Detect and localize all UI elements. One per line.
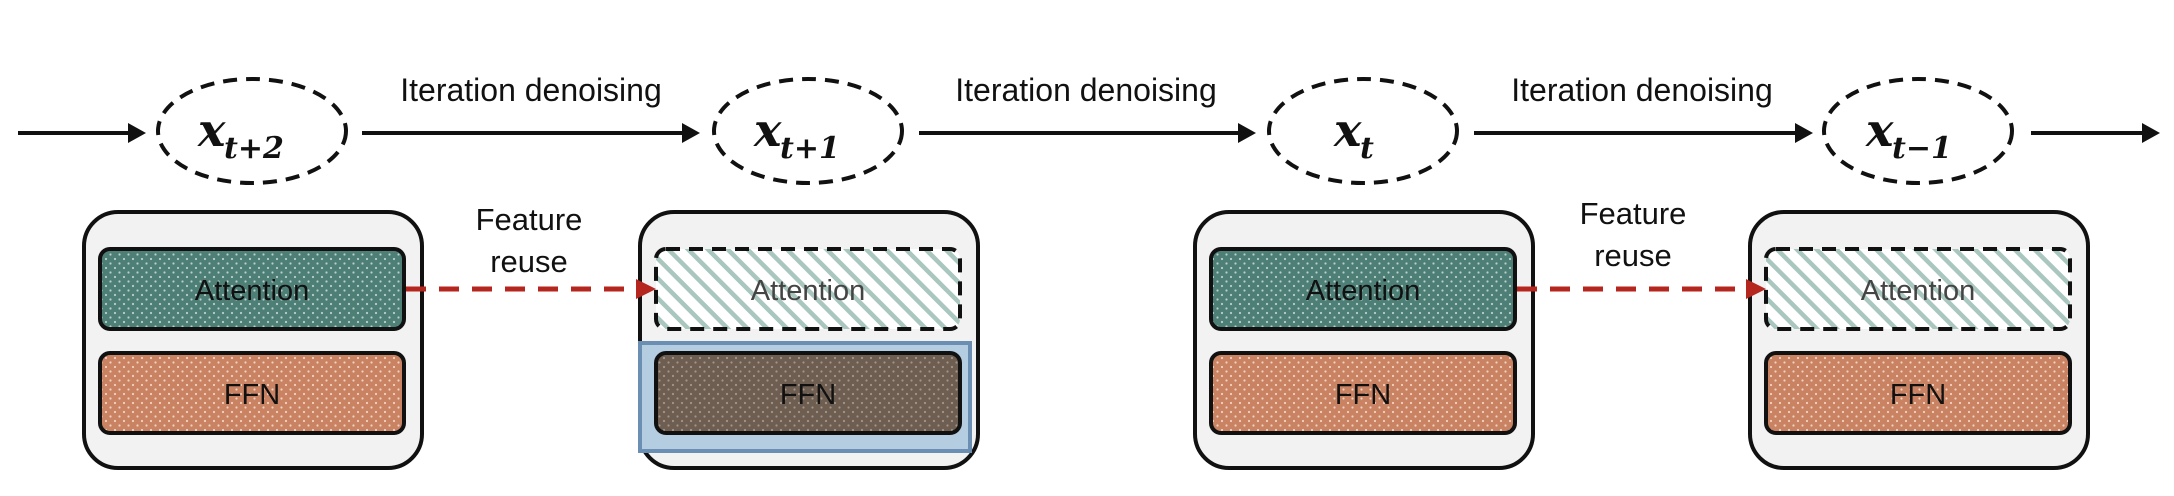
iteration-label-1: Iteration denoising: [400, 72, 662, 108]
state-node-4: x t−1: [1822, 77, 2014, 185]
arrowhead-in: [128, 123, 146, 143]
ffn-label: FFN: [1890, 379, 1946, 411]
attention-label: Attention: [751, 275, 865, 307]
arrowhead-1: [682, 123, 700, 143]
ffn-module: [1764, 351, 2072, 435]
ffn-module: [1209, 351, 1517, 435]
feature-reuse-arrow-2: [1517, 279, 1766, 299]
state-symbol: x: [753, 103, 782, 157]
state-subscript: t−1: [1892, 131, 1952, 166]
feature-reuse-label-1-line2: reuse: [490, 244, 568, 279]
arrowhead-out: [2142, 123, 2160, 143]
feature-reuse-label-2-line2: reuse: [1594, 238, 1672, 273]
state-symbol: x: [1865, 103, 1894, 157]
attention-module-reused: [1764, 247, 2072, 331]
arrowhead-2: [1238, 123, 1256, 143]
attention-label: Attention: [195, 275, 309, 307]
state-node-2: x t+1: [712, 77, 904, 185]
transformer-block-3: Attention FFN: [1193, 210, 1535, 470]
ffn-label: FFN: [224, 379, 280, 411]
iteration-label-2: Iteration denoising: [955, 72, 1217, 108]
transformer-block-2: Attention FFN: [638, 210, 980, 470]
attention-label: Attention: [1861, 275, 1975, 307]
ffn-label: FFN: [780, 379, 836, 411]
state-subscript: t+1: [780, 131, 840, 166]
state-subscript: t: [1360, 131, 1374, 166]
ffn-module: [98, 351, 406, 435]
feature-reuse-label-1-line1: Feature: [476, 202, 583, 237]
attention-module-reused: [654, 247, 962, 331]
attention-label: Attention: [1306, 275, 1420, 307]
state-node-1: x t+2: [156, 77, 348, 185]
arrowhead-3: [1795, 123, 1813, 143]
transformer-block-4: Attention FFN: [1748, 210, 2090, 470]
attention-module: [1209, 247, 1517, 331]
ffn-label: FFN: [1335, 379, 1391, 411]
state-symbol: x: [197, 103, 226, 157]
feature-reuse-label-2-line1: Feature: [1580, 196, 1687, 231]
attention-module: [98, 247, 406, 331]
iteration-label-3: Iteration denoising: [1511, 72, 1773, 108]
state-symbol: x: [1333, 103, 1362, 157]
ffn-module-highlighted: [654, 351, 962, 435]
feature-reuse-arrow-1: [406, 279, 656, 299]
timeline-arrowheads: [128, 123, 2160, 143]
transformer-block-1: Attention FFN: [82, 210, 424, 470]
state-node-3: x t: [1267, 77, 1459, 185]
state-subscript: t+2: [224, 131, 284, 166]
